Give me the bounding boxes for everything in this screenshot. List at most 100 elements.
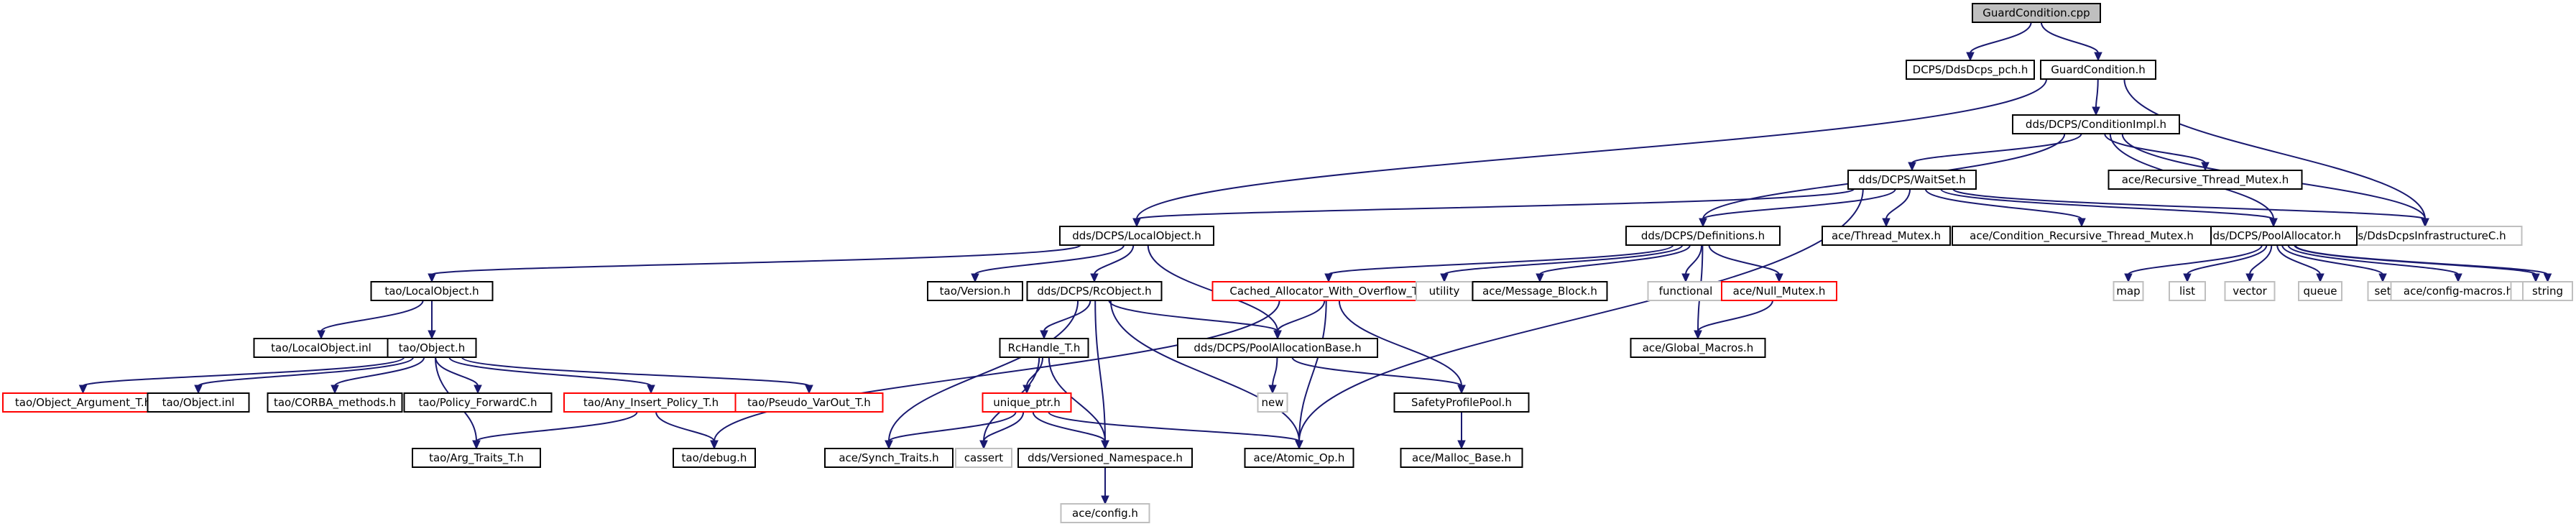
- node-label: RcHandle_T.h: [1008, 341, 1081, 355]
- node-tao-corba-methods-h[interactable]: tao/CORBA_methods.h: [267, 392, 403, 413]
- node-dds-dcps-rcobject-h[interactable]: dds/DCPS/RcObject.h: [1026, 281, 1163, 301]
- edge-line: [1032, 411, 1106, 442]
- node-box: [1721, 281, 1837, 301]
- node-label: dds/DdsDcpsInfrastructureC.h: [2344, 229, 2506, 242]
- node-dds-dcps-conditionimpl-h[interactable]: dds/DCPS/ConditionImpl.h: [2012, 114, 2180, 134]
- node-label: ace/Null_Mutex.h: [1733, 285, 1826, 298]
- node-ace-recursive-thread-mutex-h[interactable]: ace/Recursive_Thread_Mutex.h: [2108, 170, 2303, 190]
- node-box: [1952, 226, 2212, 246]
- edge-arrowhead: [1268, 385, 1277, 395]
- node-dds-dcps-definitions-h[interactable]: dds/DCPS/Definitions.h: [1625, 226, 1781, 246]
- edge-guardcondition-cpp-to-dcps-ddsdcps-pch-h: [1966, 22, 2032, 62]
- node-label: GuardCondition.h: [2051, 63, 2146, 76]
- node-box: [147, 392, 250, 413]
- node-ace-thread-mutex-h[interactable]: ace/Thread_Mutex.h: [1822, 226, 1951, 246]
- edge-dds-dcps-waitset-h-to-ace-thread-mutex-h: [1882, 188, 1911, 228]
- node-ace-global-macros-h[interactable]: ace/Global_Macros.h: [1630, 338, 1766, 358]
- node-tao-localobject-inl[interactable]: tao/LocalObject.inl: [253, 338, 389, 358]
- edge-arrowhead: [1040, 330, 1048, 340]
- edge-arrowhead: [1295, 440, 1303, 450]
- node-label: Cached_Allocator_With_Overflow_T.h: [1229, 285, 1427, 298]
- node-dds-versioned-namespace-h[interactable]: dds/Versioned_Namespace.h: [1017, 448, 1193, 468]
- edge-tao-any-insert-policy-t-h-to-tao-arg-traits-t-h: [472, 411, 638, 450]
- node-tao-object-h[interactable]: tao/Object.h: [387, 338, 477, 358]
- node-box: [1472, 281, 1608, 301]
- node-cached-allocator-with-overflow-t-h[interactable]: Cached_Allocator_With_Overflow_T.h: [1211, 281, 1446, 301]
- node-ace-config-h: ace/config.h: [1060, 503, 1150, 523]
- edge-arrowhead: [1273, 330, 1282, 340]
- edge-dds-dcps-poolallocator-h-to-ace-config-macros-h: [2287, 244, 2462, 283]
- edge-arrowhead: [1681, 273, 1690, 283]
- edge-dds-dcps-waitset-h-to-ace-condition-recursive-thread-mutex-h: [1924, 188, 2086, 228]
- edge-line: [2187, 244, 2268, 275]
- edge-dds-dcps-localobject-h-to-dds-dcps-rcobject-h: [1090, 244, 1135, 283]
- node-label: ace/Malloc_Base.h: [1412, 451, 1511, 465]
- node-guardcondition-h[interactable]: GuardCondition.h: [2040, 60, 2156, 80]
- edge-arrowhead: [1101, 440, 1109, 450]
- edge-arrowhead: [1440, 273, 1449, 283]
- node-safetyprofilepool-h[interactable]: SafetyProfilePool.h: [1393, 392, 1530, 413]
- edge-line: [2281, 244, 2383, 275]
- node-tao-pseudo-varout-t-h[interactable]: tao/Pseudo_VarOut_T.h: [734, 392, 884, 413]
- edge-arrowhead: [1775, 273, 1783, 283]
- node-label: tao/LocalObject.h: [384, 285, 479, 298]
- edge-arrowhead: [2269, 218, 2278, 228]
- node-dds-dcps-waitset-h[interactable]: dds/DCPS/WaitSet.h: [1847, 170, 1977, 190]
- edge-dds-dcps-rcobject-h-to-rchandle-t-h: [1040, 300, 1091, 340]
- edge-line: [1444, 244, 1684, 275]
- node-ace-condition-recursive-thread-mutex-h[interactable]: ace/Condition_Recursive_Thread_Mutex.h: [1952, 226, 2212, 246]
- node-label: dds/DCPS/RcObject.h: [1037, 285, 1151, 298]
- node-tao-version-h[interactable]: tao/Version.h: [927, 281, 1023, 301]
- edge-line: [888, 300, 1079, 442]
- edge-dds-dcps-definitions-h-to-ace-null-mutex-h: [1708, 244, 1783, 283]
- edge-line: [1702, 188, 1896, 220]
- node-ace-malloc-base-h[interactable]: ace/Malloc_Base.h: [1400, 448, 1523, 468]
- node-rchandle-t-h[interactable]: RcHandle_T.h: [999, 338, 1089, 358]
- node-box: [2108, 170, 2303, 190]
- edge-arrowhead: [2245, 273, 2254, 283]
- edge-tao-localobject-h-to-tao-localobject-inl: [317, 300, 424, 340]
- edge-arrowhead: [472, 440, 481, 450]
- node-label: tao/Object_Argument_T.h: [15, 396, 151, 410]
- edge-line: [1885, 188, 1911, 220]
- node-tao-any-insert-policy-t-h[interactable]: tao/Any_Insert_Policy_T.h: [563, 392, 739, 413]
- node-unique-ptr-h[interactable]: unique_ptr.h: [982, 392, 1072, 413]
- node-tao-debug-h[interactable]: tao/debug.h: [673, 448, 756, 468]
- node-label: tao/Object.h: [399, 341, 465, 354]
- node-box: [2298, 281, 2342, 301]
- edge-line: [2104, 133, 2206, 164]
- edge-arrowhead: [1536, 273, 1544, 283]
- node-ace-config-macros-h: ace/config-macros.h: [2390, 281, 2526, 301]
- edge-arrowhead: [1101, 495, 1109, 505]
- edge-dds-dcps-localobject-h-to-tao-version-h: [971, 244, 1125, 283]
- node-dds-dcps-localobject-h[interactable]: dds/DCPS/LocalObject.h: [1059, 226, 1214, 246]
- node-ace-atomic-op-h[interactable]: ace/Atomic_Op.h: [1244, 448, 1354, 468]
- edge-tao-object-h-to-tao-pseudo-varout-t-h: [461, 356, 813, 395]
- node-box: [2040, 60, 2156, 80]
- edge-line: [1338, 300, 1462, 387]
- edge-line: [1328, 244, 1674, 275]
- node-label: SafetyProfilePool.h: [1411, 396, 1512, 409]
- node-new: new: [1257, 392, 1288, 413]
- edge-line: [1539, 244, 1691, 275]
- edge-line: [1108, 300, 1278, 332]
- node-ace-null-mutex-h[interactable]: ace/Null_Mutex.h: [1721, 281, 1837, 301]
- node-label: queue: [2304, 285, 2337, 298]
- node-ace-message-block-h[interactable]: ace/Message_Block.h: [1472, 281, 1608, 301]
- node-tao-object-argument-t-h[interactable]: tao/Object_Argument_T.h: [2, 392, 164, 413]
- edge-dds-dcps-definitions-h-to-cached-allocator-with-overflow-t-h: [1324, 244, 1674, 283]
- node-tao-localobject-h[interactable]: tao/LocalObject.h: [370, 281, 494, 301]
- edge-dds-dcps-waitset-h-to-dds-dcps-localobject-h: [1132, 188, 1855, 228]
- node-dds-dcps-poolallocator-h[interactable]: dds/DCPS/PoolAllocator.h: [2189, 226, 2358, 246]
- node-dcps-ddsdcps-pch-h[interactable]: DCPS/DdsDcps_pch.h: [1906, 60, 2035, 80]
- node-tao-arg-traits-t-h[interactable]: tao/Arg_Traits_T.h: [412, 448, 541, 468]
- node-dds-dcps-poolallocationbase-h[interactable]: dds/DCPS/PoolAllocationBase.h: [1177, 338, 1378, 358]
- node-guardcondition-cpp[interactable]: GuardCondition.cpp: [1972, 3, 2101, 23]
- node-ace-synch-traits-h[interactable]: ace/Synch_Traits.h: [824, 448, 954, 468]
- edge-guardcondition-h-to-dds-dcps-conditionimpl-h: [2092, 78, 2100, 116]
- node-tao-policy-forwardc-h[interactable]: tao/Policy_ForwardC.h: [403, 392, 553, 413]
- node-tao-object-inl[interactable]: tao/Object.inl: [147, 392, 250, 413]
- edge-guardcondition-h-to-dds-ddsdcpsinfrastructurec-h: [2123, 78, 2429, 228]
